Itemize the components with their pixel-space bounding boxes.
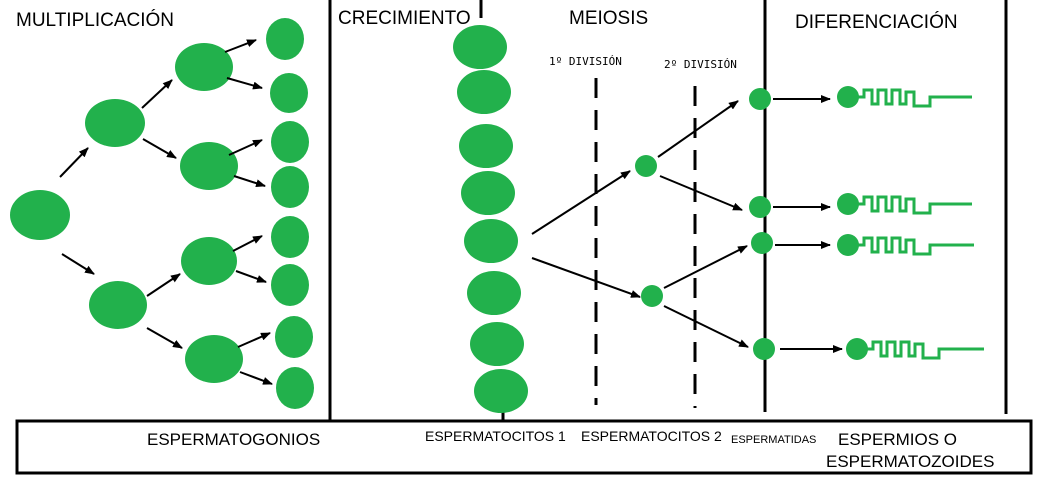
section-title-crecimiento: CRECIMIENTO bbox=[338, 8, 471, 29]
spermatogonium-cell bbox=[185, 335, 243, 383]
label-espermatocitos-2: ESPERMATOCITOS 2 bbox=[581, 428, 722, 444]
meiosis-arrow bbox=[531, 170, 631, 235]
spermatozoon bbox=[846, 338, 984, 360]
division-arrow bbox=[142, 138, 177, 159]
division-arrow bbox=[239, 371, 273, 385]
spermatogonium-cell bbox=[276, 367, 314, 409]
meiosis-arrow bbox=[531, 257, 641, 298]
spermatocyte-1-cell bbox=[453, 25, 507, 69]
division-arrow bbox=[228, 139, 263, 156]
spermatogonium-cell bbox=[180, 142, 238, 190]
spermatid-cell bbox=[749, 196, 771, 218]
division-arrow bbox=[61, 253, 95, 275]
spermatid-cell bbox=[753, 338, 775, 360]
division-arrow bbox=[235, 270, 267, 283]
label-espermatogonios: ESPERMATOGONIOS bbox=[147, 430, 320, 449]
division-arrow bbox=[232, 235, 263, 252]
spermatocyte-1-cell bbox=[474, 369, 528, 413]
meiosis-arrow bbox=[659, 175, 743, 211]
second-division-label: 2º DIVISIÓN bbox=[664, 58, 737, 71]
label-espermios-line1: ESPERMIOS O bbox=[838, 430, 957, 449]
spermatogonium-cell bbox=[275, 316, 313, 358]
division-arrow bbox=[224, 39, 257, 53]
division-arrow bbox=[146, 273, 181, 297]
spermatogonium-cell bbox=[271, 166, 309, 208]
spermatogonium-cell bbox=[85, 99, 145, 147]
spermatogonium-cell bbox=[10, 190, 70, 240]
spermatid-cell bbox=[749, 88, 771, 110]
spermatocyte-1-cell bbox=[459, 124, 513, 168]
spermatogonium-cell bbox=[271, 264, 309, 306]
spermatocyte-1-cell bbox=[467, 271, 521, 315]
spermatocyte-1-cell bbox=[464, 219, 518, 263]
division-arrow bbox=[59, 147, 89, 178]
section-title-diferenciacion: DIFERENCIACIÓN bbox=[795, 11, 958, 33]
spermatocyte-1-cell bbox=[470, 322, 524, 366]
spermatozoon bbox=[837, 193, 972, 215]
section-title-meiosis: MEIOSIS bbox=[569, 8, 648, 29]
spermatozoon bbox=[837, 86, 972, 108]
division-arrow bbox=[233, 175, 266, 188]
spermatogonium-cell bbox=[266, 18, 304, 60]
section-title-multiplicacion: MULTIPLICACIÓN bbox=[16, 9, 174, 31]
spermatid-cell bbox=[751, 232, 773, 254]
label-espermios-line2: ESPERMATOZOIDES bbox=[826, 452, 994, 471]
spermatogonium-cell bbox=[175, 43, 233, 91]
spermatogonium-cell bbox=[89, 281, 147, 329]
division-arrow bbox=[226, 77, 263, 90]
first-division-label: 1º DIVISIÓN bbox=[549, 55, 622, 68]
division-arrow bbox=[146, 327, 183, 349]
labels-box bbox=[15, 419, 1033, 475]
division-arrow bbox=[141, 79, 173, 109]
spermatogonium-cell bbox=[271, 216, 309, 258]
spermatogonium-cell bbox=[181, 237, 237, 285]
division-arrow bbox=[237, 332, 271, 348]
spermatocyte-2-cell bbox=[635, 155, 657, 177]
spermatozoon bbox=[837, 234, 974, 256]
spermatocyte-1-cell bbox=[457, 70, 511, 114]
spermatogonium-cell bbox=[270, 73, 308, 113]
meiosis-arrow bbox=[663, 305, 749, 348]
label-espermatocitos-1: ESPERMATOCITOS 1 bbox=[425, 428, 566, 444]
meiosis-arrow bbox=[663, 245, 748, 289]
spermatogonium-cell bbox=[271, 121, 309, 163]
meiosis-arrow bbox=[657, 100, 739, 158]
label-espermatidas: ESPERMATIDAS bbox=[731, 434, 816, 446]
spermatocyte-2-cell bbox=[641, 285, 663, 307]
spermatocyte-1-cell bbox=[461, 171, 515, 215]
